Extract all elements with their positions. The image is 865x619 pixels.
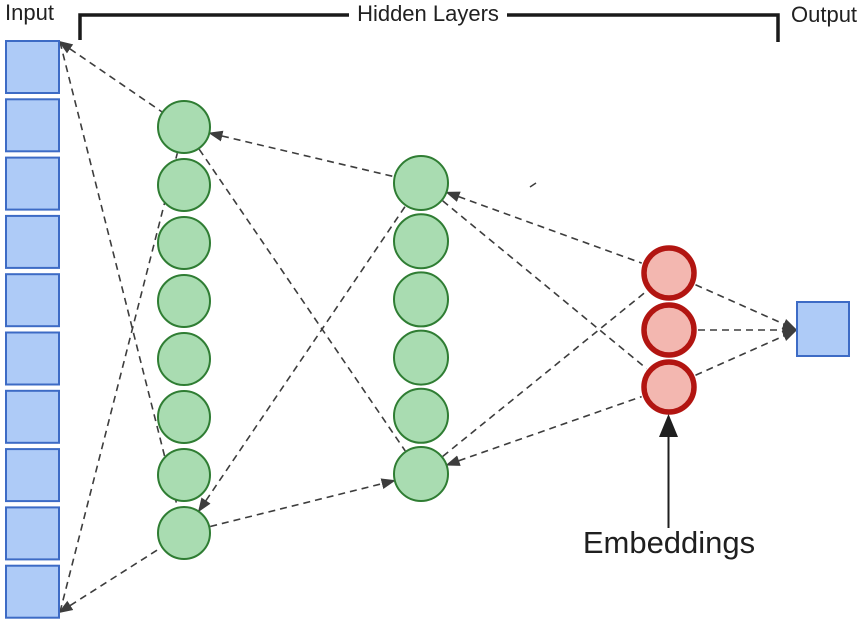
hidden2-node: [393, 213, 449, 270]
connector-line: [695, 284, 797, 330]
hidden2-node: [393, 271, 449, 328]
input-node: [5, 273, 60, 328]
input-node: [5, 214, 60, 269]
connector-line: [695, 330, 797, 376]
embedding-node: [641, 302, 697, 358]
connector-line: [445, 395, 642, 466]
connector-line: [198, 148, 406, 452]
hidden1-node: [157, 332, 211, 386]
input-node: [5, 98, 60, 153]
hidden2-node: [393, 446, 449, 502]
output-node: [796, 301, 850, 357]
hidden-layers-bracket-right: [506, 13, 780, 42]
input-node: [5, 40, 60, 94]
connector-line: [210, 478, 396, 528]
connector-line: [59, 152, 179, 613]
hidden1-node: [157, 448, 211, 502]
hidden1-node: [157, 216, 211, 270]
hidden-layers-bracket-left: [78, 13, 349, 40]
hidden1-node: [157, 390, 211, 444]
hidden1-node: [157, 506, 211, 560]
connector-line: [442, 200, 648, 370]
input-node: [5, 389, 60, 444]
hidden2-node: [393, 155, 449, 211]
input-node: [5, 506, 60, 561]
connector-line: [197, 205, 406, 513]
embedding-node: [641, 359, 697, 415]
embedding-node: [641, 245, 697, 301]
hidden1-node: [157, 158, 211, 212]
connector-line: [442, 290, 647, 457]
connector-line: [445, 191, 643, 264]
hidden1-node: [157, 100, 211, 154]
embeddings-arrowhead-icon: [659, 414, 678, 437]
hidden1-node: [157, 274, 211, 328]
input-label: Input: [5, 0, 54, 25]
connector-line: [58, 546, 162, 614]
hidden2-node: [393, 329, 449, 386]
input-node: [5, 448, 60, 503]
embeddings-label: Embeddings: [582, 525, 756, 560]
connector-line: [58, 40, 163, 113]
connector-line: [208, 130, 394, 178]
input-node: [5, 564, 60, 619]
input-node: [5, 331, 60, 386]
output-label: Output: [791, 2, 858, 27]
input-node: [5, 156, 60, 211]
hidden2-node: [393, 387, 449, 444]
hidden-layers-label: Hidden Layers: [349, 1, 507, 27]
connector-line: [59, 41, 179, 508]
stray-mark: [529, 182, 537, 188]
